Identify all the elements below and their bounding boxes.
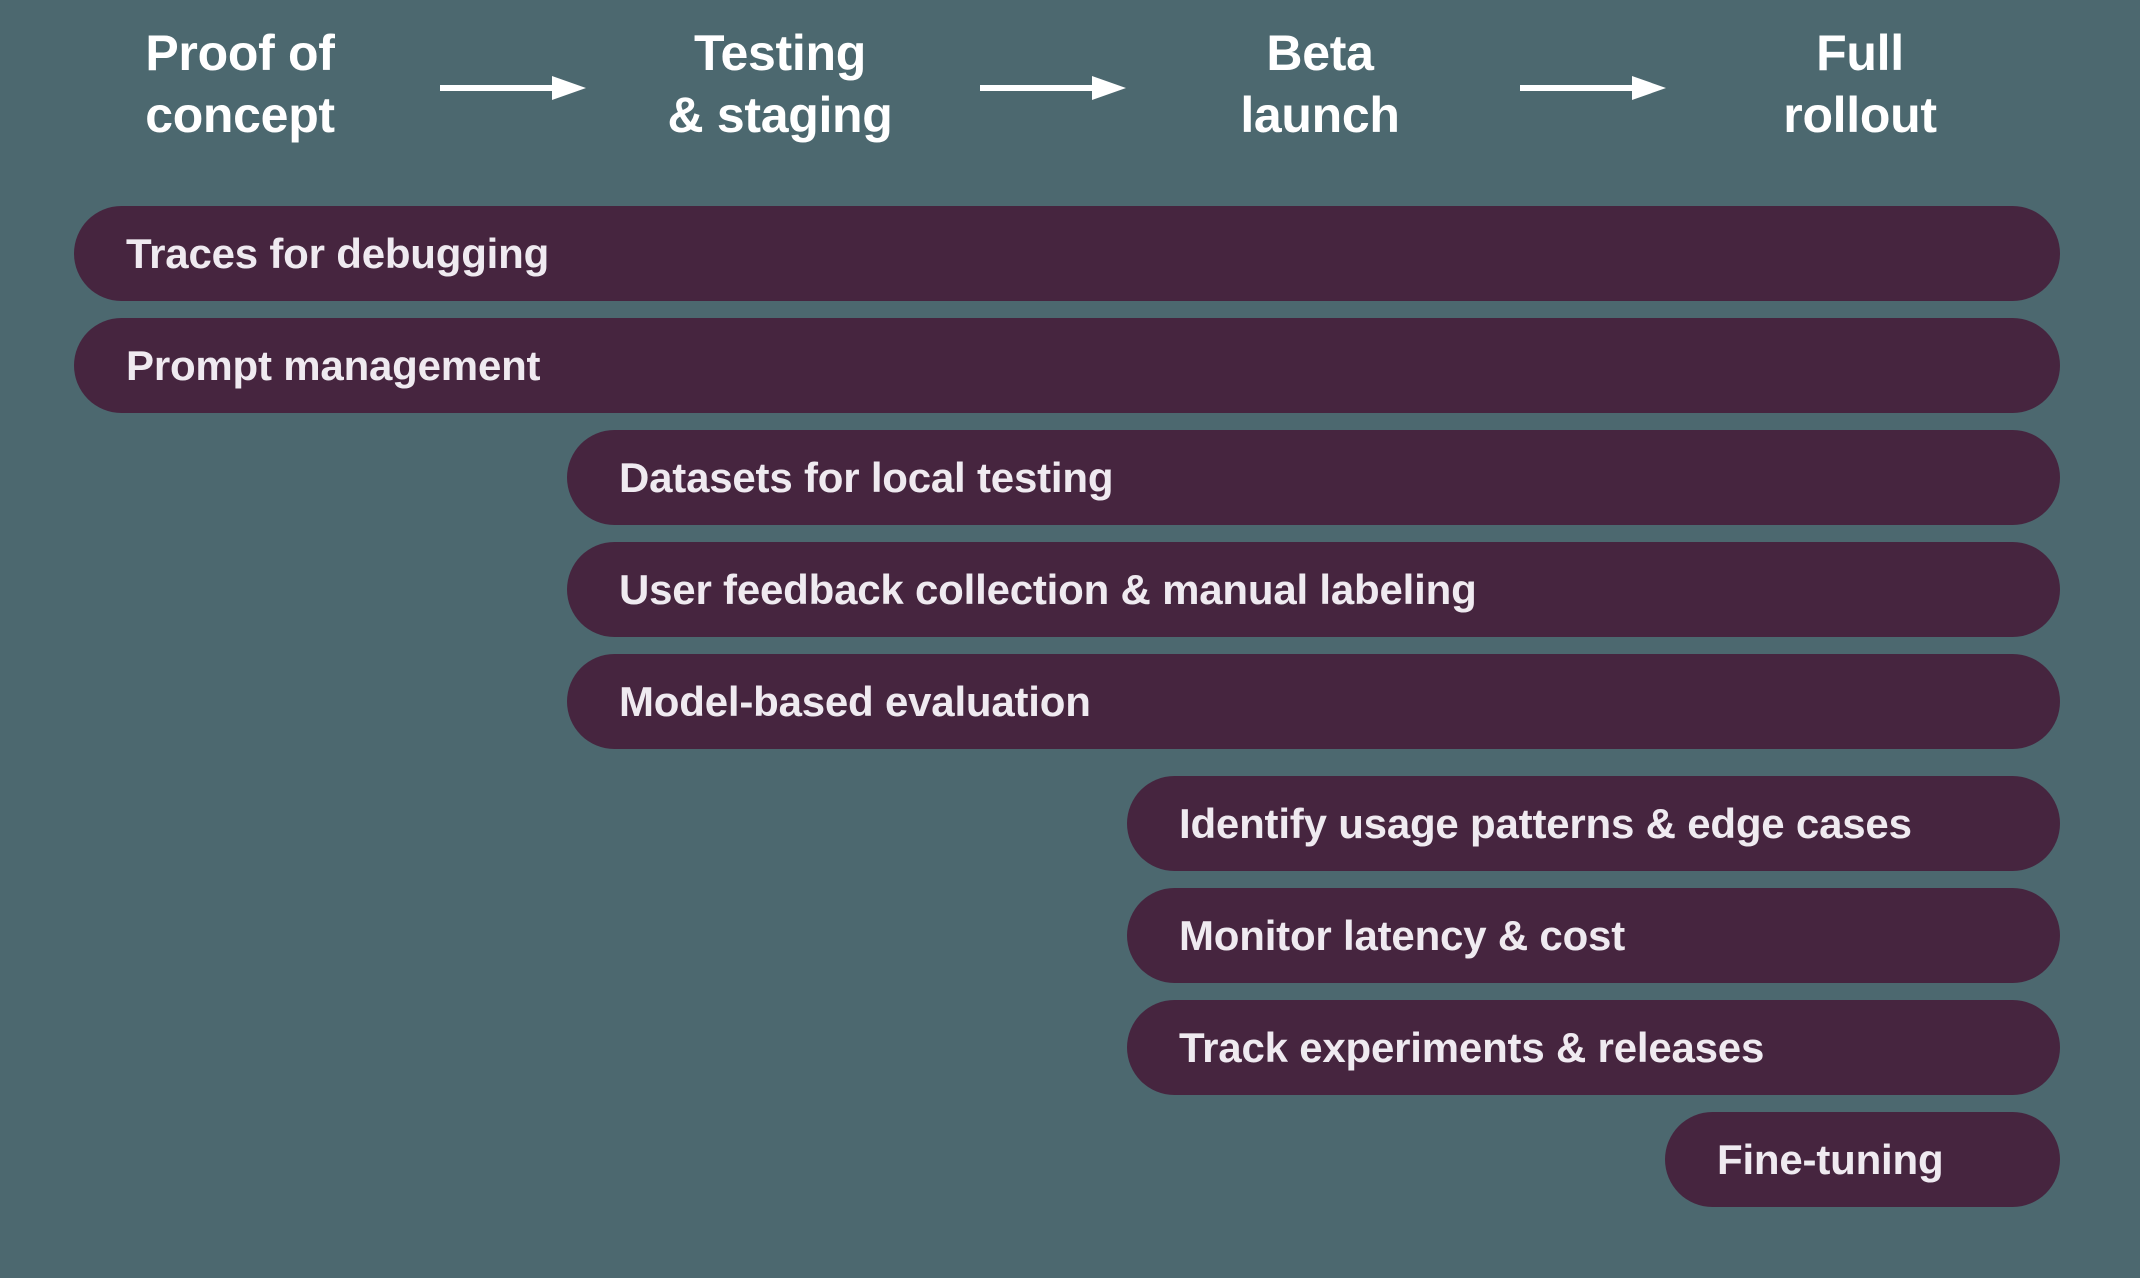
- phase-label-full-rollout: Full rollout: [1783, 25, 1937, 143]
- phase-label-beta-launch: Beta launch: [1240, 25, 1400, 143]
- phase-label-testing-and-staging: Testing & staging: [667, 25, 893, 143]
- bar-user-feedback-collection[interactable]: User feedback collection & manual labeli…: [567, 542, 2060, 637]
- bar-track-experiments-and-releases[interactable]: Track experiments & releases: [1127, 1000, 2060, 1095]
- bar-label: Track experiments & releases: [1179, 1023, 1765, 1071]
- bar-monitor-latency-and-cost[interactable]: Monitor latency & cost: [1127, 888, 2060, 983]
- bar-label: Identify usage patterns & edge cases: [1179, 799, 1912, 847]
- bar-fine-tuning[interactable]: Fine-tuning: [1665, 1112, 2060, 1207]
- arrow-right-icon: [440, 72, 586, 104]
- bar-prompt-management[interactable]: Prompt management: [74, 318, 2060, 413]
- bar-model-based-evaluation[interactable]: Model-based evaluation: [567, 654, 2060, 749]
- bar-label: Traces for debugging: [126, 229, 550, 277]
- arrow-right-icon: [1520, 72, 1666, 104]
- bar-label: Monitor latency & cost: [1179, 911, 1625, 959]
- arrow-right-icon: [980, 72, 1126, 104]
- bar-traces-for-debugging[interactable]: Traces for debugging: [74, 206, 2060, 301]
- bar-label: Prompt management: [126, 341, 541, 389]
- phase-header-row: Proof of concept Testing & staging Beta …: [0, 0, 2140, 180]
- bar-identify-usage-patterns[interactable]: Identify usage patterns & edge cases: [1127, 776, 2060, 871]
- bar-label: Model-based evaluation: [619, 677, 1091, 725]
- phase-label-proof-of-concept: Proof of concept: [145, 25, 335, 143]
- bar-label: Datasets for local testing: [619, 453, 1114, 501]
- bar-label: User feedback collection & manual labeli…: [619, 565, 1477, 613]
- bar-label: Fine-tuning: [1717, 1135, 1944, 1183]
- bar-datasets-for-local-testing[interactable]: Datasets for local testing: [567, 430, 2060, 525]
